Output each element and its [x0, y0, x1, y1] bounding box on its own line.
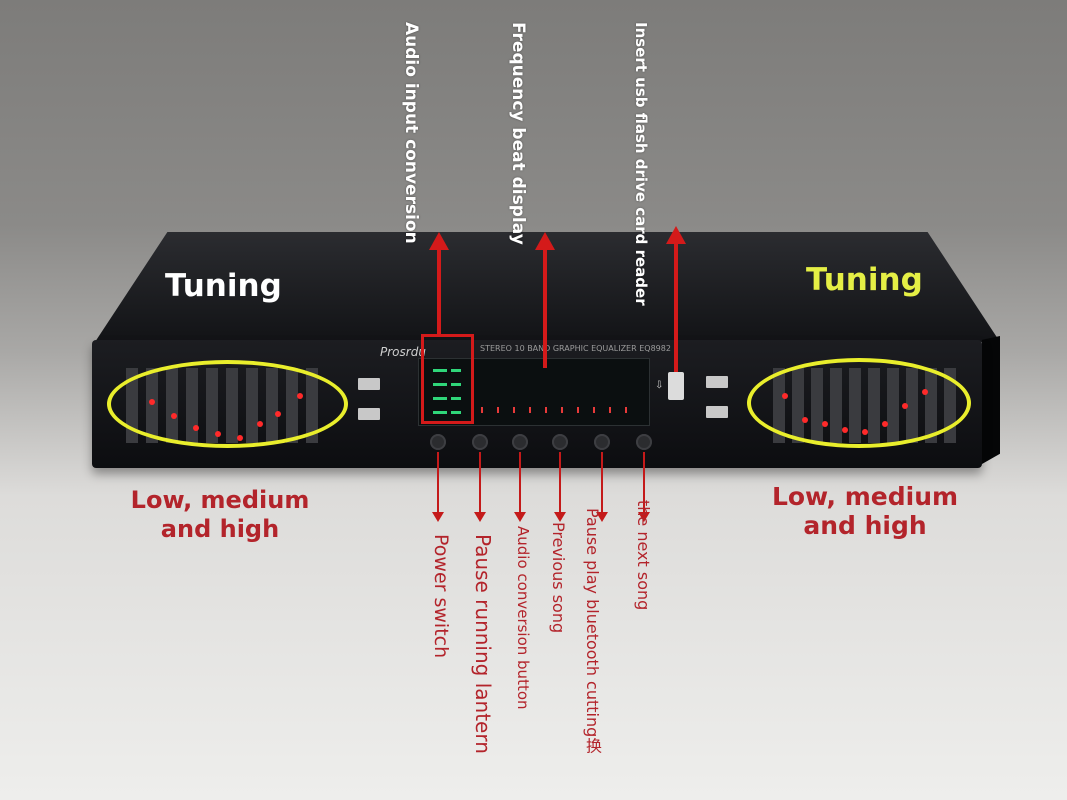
model-label: STEREO 10 BAND GRAPHIC EQUALIZER EQ8982: [480, 344, 671, 353]
next-song-label: the next song: [634, 500, 653, 611]
lmh-left-line1: Low, medium: [130, 486, 310, 514]
left-tuning-ellipse: [107, 360, 348, 448]
next-arrow-shaft: [643, 452, 645, 512]
audio-input-label: Audio input conversion: [401, 22, 421, 244]
lmh-right-line2: and high: [803, 511, 927, 540]
equalizer-side: [982, 336, 1000, 464]
audio-conversion-arrow-head: [514, 512, 526, 522]
right-tuning-ellipse: [747, 358, 971, 448]
pause-play-label: Pause play bluetooth cutting换: [583, 508, 602, 754]
power-arrow-head: [432, 512, 444, 522]
audio-conversion-arrow-shaft: [519, 452, 521, 512]
frequency-label: Frequency beat display: [508, 22, 528, 245]
power-switch-button[interactable]: [430, 434, 446, 450]
pause-lantern-button[interactable]: [472, 434, 488, 450]
left-lower-button[interactable]: [358, 408, 380, 420]
power-arrow-shaft: [437, 452, 439, 512]
audio-input-arrow-head: [429, 232, 449, 250]
audio-conversion-button[interactable]: [512, 434, 528, 450]
frequency-arrow-head: [535, 232, 555, 250]
usb-arrow-head: [666, 226, 686, 244]
pause-play-arrow-head: [596, 512, 608, 522]
previous-song-label: Previous song: [549, 522, 568, 634]
frequency-display: [418, 358, 650, 426]
tuning-left-label: Tuning: [165, 268, 282, 304]
pause-lantern-arrow-shaft: [479, 452, 481, 512]
input-indicator-highlight: [421, 334, 474, 424]
lmh-left-line2: and high: [160, 515, 280, 543]
usb-port[interactable]: [668, 372, 684, 400]
lmh-right-label: Low, medium and high: [768, 482, 962, 540]
previous-arrow-head: [554, 512, 566, 522]
pause-play-button[interactable]: [594, 434, 610, 450]
frequency-arrow-shaft: [543, 250, 547, 368]
right-upper-button[interactable]: [706, 376, 728, 388]
pause-lantern-arrow-head: [474, 512, 486, 522]
pause-play-arrow-shaft: [601, 452, 603, 512]
display-graphic: [433, 369, 627, 414]
usb-label: Insert usb flash drive card reader: [632, 22, 650, 306]
tuning-right-label: Tuning: [806, 262, 923, 298]
usb-icon: ⇩: [655, 380, 664, 391]
next-song-button[interactable]: [636, 434, 652, 450]
audio-conversion-label: Audio conversion button: [514, 526, 532, 710]
power-switch-label: Power switch: [430, 534, 452, 659]
previous-song-button[interactable]: [552, 434, 568, 450]
previous-arrow-shaft: [559, 452, 561, 512]
lmh-right-line1: Low, medium: [771, 482, 959, 511]
audio-input-arrow-shaft: [437, 250, 441, 334]
usb-arrow-shaft: [674, 244, 678, 372]
equalizer-top-panel: [95, 232, 1000, 342]
lmh-left-label: Low, medium and high: [130, 486, 310, 544]
next-arrow-head: [638, 512, 650, 522]
brand-logo: Prosrdu: [380, 345, 426, 359]
pause-lantern-label: Pause running lantern: [471, 534, 495, 754]
right-lower-button[interactable]: [706, 406, 728, 418]
left-upper-button[interactable]: [358, 378, 380, 390]
